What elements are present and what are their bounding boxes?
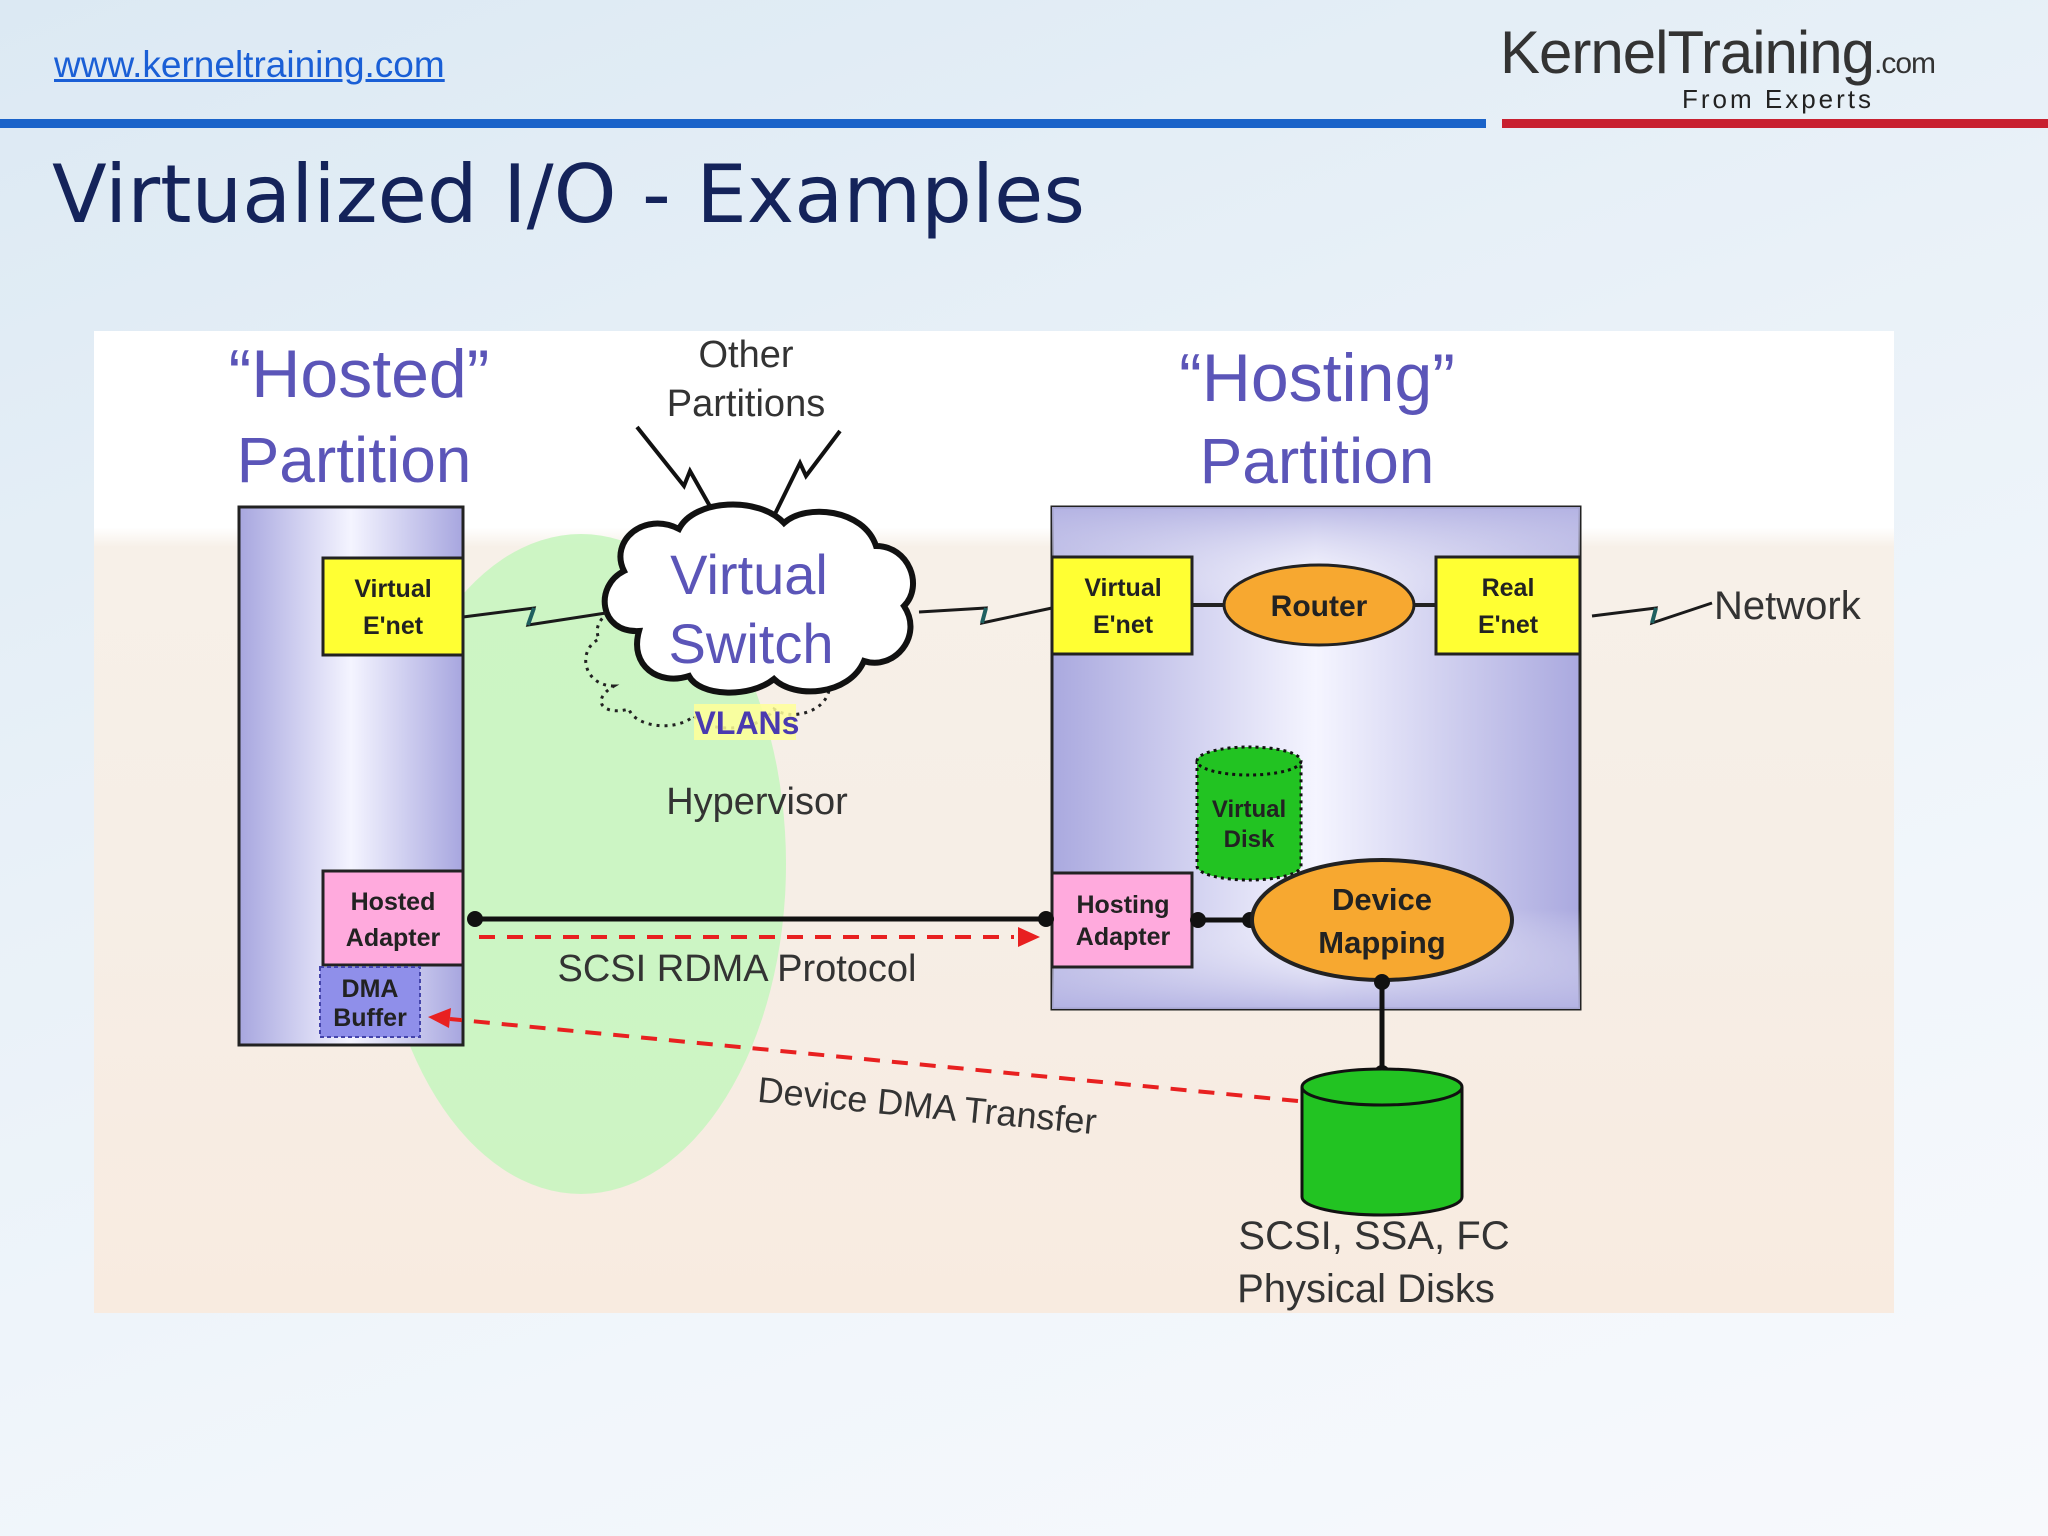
hosted-virtual-enet: [321, 556, 465, 657]
header-rule-blue: [0, 119, 1486, 128]
device-dma-arrow-line: [449, 1017, 1299, 1103]
hosted-title-line1: “Hosted”: [229, 336, 490, 412]
dma-buffer-line1: DMA: [342, 975, 399, 1003]
site-link[interactable]: www.kerneltraining.com: [54, 44, 445, 85]
physical-disks-line2: Physical Disks: [1237, 1267, 1495, 1311]
virtual-disk-body: [1195, 761, 1303, 882]
real-enet: [1434, 555, 1582, 656]
hosting-adapter-line2: Adapter: [1076, 923, 1171, 951]
hosted-adapter: [321, 869, 465, 967]
adapter-link-dot-right: [1038, 911, 1054, 927]
virtual-disk-top: [1195, 745, 1303, 777]
dma-buffer-line2: Buffer: [333, 1004, 407, 1032]
device-dma-arrowhead: [428, 1008, 451, 1028]
hosted-adapter-line1: Hosted: [351, 888, 436, 916]
vlans-highlight: [694, 704, 796, 740]
header-rule-red: [1502, 119, 2048, 128]
bolt-icon-right: [772, 429, 842, 517]
router-label: Router: [1271, 590, 1368, 623]
bolt-switch-accent: [980, 607, 988, 624]
device-mapping-line1: Device: [1332, 882, 1432, 917]
virtual-switch-cloud: [601, 501, 916, 696]
physical-disks-line1: SCSI, SSA, FC: [1238, 1214, 1509, 1258]
hosted-vnet-line1: Virtual: [354, 575, 431, 603]
virtualized-io-diagram: “Hosted” Partition “Hosting” Partition O…: [94, 331, 1894, 1313]
hosting-title-line2: Partition: [1200, 425, 1435, 497]
other-partitions-line2: Partitions: [667, 383, 825, 425]
slide-title: Virtualized I/O - Examples: [52, 148, 1086, 241]
scsi-rdma-label: SCSI RDMA Protocol: [558, 948, 917, 990]
hosting-vnet-line1: Virtual: [1084, 574, 1161, 602]
physical-disk-body: [1300, 1087, 1464, 1217]
virtual-switch-line1: Virtual: [670, 543, 828, 606]
physical-disk-top: [1300, 1067, 1464, 1107]
virtual-disk-line2: Disk: [1224, 826, 1275, 853]
virtual-disk-line1: Virtual: [1212, 796, 1286, 823]
mapping-link-dot-left: [1190, 912, 1206, 928]
adapter-link-dot-left: [467, 911, 483, 927]
hypervisor-region: [376, 534, 786, 1194]
scsi-rdma-arrowhead: [1018, 927, 1040, 947]
hosting-adapter-line1: Hosting: [1076, 891, 1169, 919]
hosted-title-line2: Partition: [237, 424, 472, 496]
real-enet-line1: Real: [1482, 574, 1535, 602]
logo-tagline: From Experts: [1682, 84, 1875, 114]
disk-link-dot-top: [1374, 974, 1390, 990]
real-enet-line2: E'net: [1478, 611, 1539, 639]
router-node: [1222, 563, 1416, 647]
virtual-switch-line2: Switch: [669, 612, 834, 675]
bolt-hosted-accent: [526, 607, 536, 626]
kerneltraining-logo: KernelTraining.com From Experts: [1500, 18, 2030, 118]
hosted-vnet-line2: E'net: [363, 612, 424, 640]
hypervisor-label: Hypervisor: [666, 781, 848, 823]
diagram-canvas: “Hosted” Partition “Hosting” Partition O…: [94, 331, 1894, 1313]
dma-buffer: [319, 966, 421, 1038]
hosting-title-line1: “Hosting”: [1179, 340, 1455, 416]
hosting-adapter: [1050, 871, 1194, 969]
other-partitions-line1: Other: [698, 334, 793, 376]
device-mapping-node: [1250, 858, 1514, 982]
hosting-virtual-enet: [1050, 555, 1194, 656]
bolt-icon-left: [635, 425, 726, 532]
device-mapping-line2: Mapping: [1318, 925, 1445, 960]
network-label: Network: [1714, 584, 1862, 628]
logo-com-text: .com: [1873, 47, 1936, 80]
hosted-adapter-line2: Adapter: [346, 924, 441, 952]
vlans-label: VLANs: [695, 705, 800, 741]
logo-main-text: KernelTraining: [1500, 19, 1875, 86]
hosting-vnet-line2: E'net: [1093, 611, 1154, 639]
bolt-network-accent: [1650, 607, 1658, 624]
logo-wordmark: KernelTraining.com: [1500, 18, 1936, 87]
